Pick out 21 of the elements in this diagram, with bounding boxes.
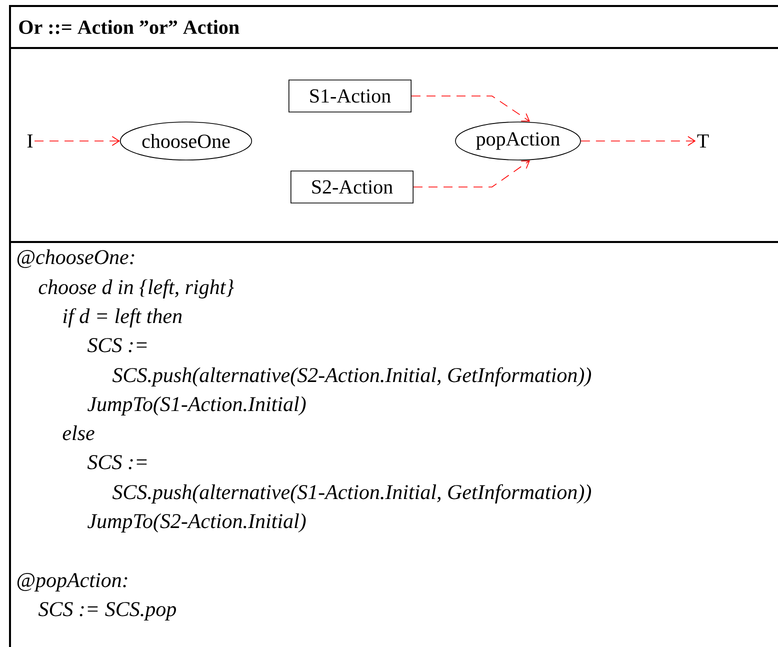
code-line: choose d in {left, right} [38,279,234,298]
code-line: JumpTo(S2-Action.Initial) [88,513,306,532]
code-line: SCS.push(alternative(S1-Action.Initial, GetInformation)) [112,484,592,504]
title: Or ::= Action ”or” Action [19,20,240,34]
arrow [413,160,530,188]
code-line: SCS := SCS.pop [38,602,176,620]
terminal-label: T [697,134,709,148]
terminal-label: I [27,134,33,148]
code-line: SCS.push(alternative(S2-Action.Initial, GetInformation)) [112,367,592,386]
arrow [34,136,120,146]
code-line: if d = left then [63,308,182,328]
code-line: SCS := [87,455,147,470]
arrow [580,136,696,146]
code-line: @chooseOne: [17,249,134,268]
action-box: S1-Action [288,80,412,112]
code-line: else [62,425,94,440]
action-box: S2-Action [290,170,414,204]
code-line: @popAction: [17,573,128,592]
arrow [411,96,530,122]
code-line: SCS := [87,338,147,352]
code-line: JumpTo(S1-Action.Initial) [88,396,306,416]
